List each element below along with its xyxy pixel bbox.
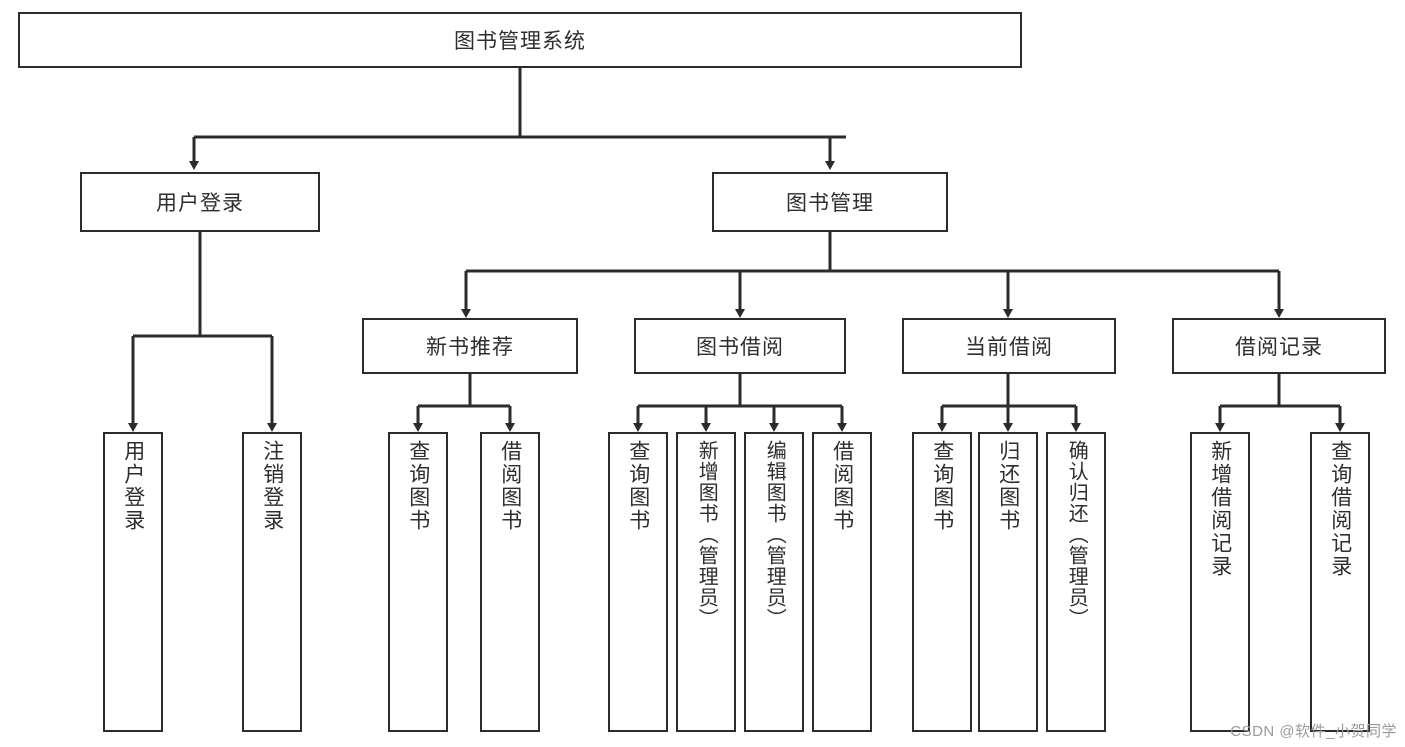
node-label: 用户登录 <box>156 192 244 215</box>
node-user-login[interactable]: 用户登录 <box>80 172 320 232</box>
node-label: 归还图书 <box>996 440 1020 532</box>
node-current-borrow[interactable]: 当前借阅 <box>902 318 1116 374</box>
node-book-borrow[interactable]: 图书借阅 <box>634 318 846 374</box>
node-label: 用户登录 <box>121 440 145 532</box>
node-label: 编辑图书（管理员） <box>763 440 786 629</box>
node-leaf-borrow-book-recommend[interactable]: 借阅图书 <box>480 432 540 732</box>
node-leaf-confirm-return-admin[interactable]: 确认归还（管理员） <box>1046 432 1106 732</box>
node-label: 新书推荐 <box>426 336 514 359</box>
node-leaf-add-book-admin[interactable]: 新增图书（管理员） <box>676 432 736 732</box>
node-leaf-query-book-current[interactable]: 查询图书 <box>912 432 972 732</box>
node-label: 查询借阅记录 <box>1328 440 1352 578</box>
node-leaf-borrow-book[interactable]: 借阅图书 <box>812 432 872 732</box>
node-label: 查询图书 <box>406 440 430 532</box>
node-label: 图书管理 <box>786 192 874 215</box>
node-label: 借阅图书 <box>498 440 522 532</box>
node-label: 图书借阅 <box>696 336 784 359</box>
node-leaf-user-login[interactable]: 用户登录 <box>103 432 163 732</box>
node-label: 查询图书 <box>626 440 650 532</box>
node-leaf-edit-book-admin[interactable]: 编辑图书（管理员） <box>744 432 804 732</box>
node-leaf-query-borrow-record[interactable]: 查询借阅记录 <box>1310 432 1370 732</box>
node-label: 借阅记录 <box>1235 336 1323 359</box>
node-label: 查询图书 <box>930 440 954 532</box>
node-leaf-return-book[interactable]: 归还图书 <box>978 432 1038 732</box>
node-label: 借阅图书 <box>830 440 854 532</box>
node-label: 确认归还（管理员） <box>1065 440 1088 629</box>
node-book-management[interactable]: 图书管理 <box>712 172 948 232</box>
node-root-system[interactable]: 图书管理系统 <box>18 12 1022 68</box>
watermark: CSDN @软件_小贺同学 <box>1230 723 1397 740</box>
node-label: 图书管理系统 <box>454 30 586 53</box>
node-label: 新增借阅记录 <box>1208 440 1232 578</box>
node-borrow-record[interactable]: 借阅记录 <box>1172 318 1386 374</box>
node-leaf-query-book-recommend[interactable]: 查询图书 <box>388 432 448 732</box>
node-leaf-query-book-borrow[interactable]: 查询图书 <box>608 432 668 732</box>
node-leaf-add-borrow-record[interactable]: 新增借阅记录 <box>1190 432 1250 732</box>
node-label: 注销登录 <box>260 440 284 532</box>
node-new-book-recommend[interactable]: 新书推荐 <box>362 318 578 374</box>
node-leaf-logout[interactable]: 注销登录 <box>242 432 302 732</box>
node-label: 新增图书（管理员） <box>695 440 718 629</box>
node-label: 当前借阅 <box>965 336 1053 359</box>
